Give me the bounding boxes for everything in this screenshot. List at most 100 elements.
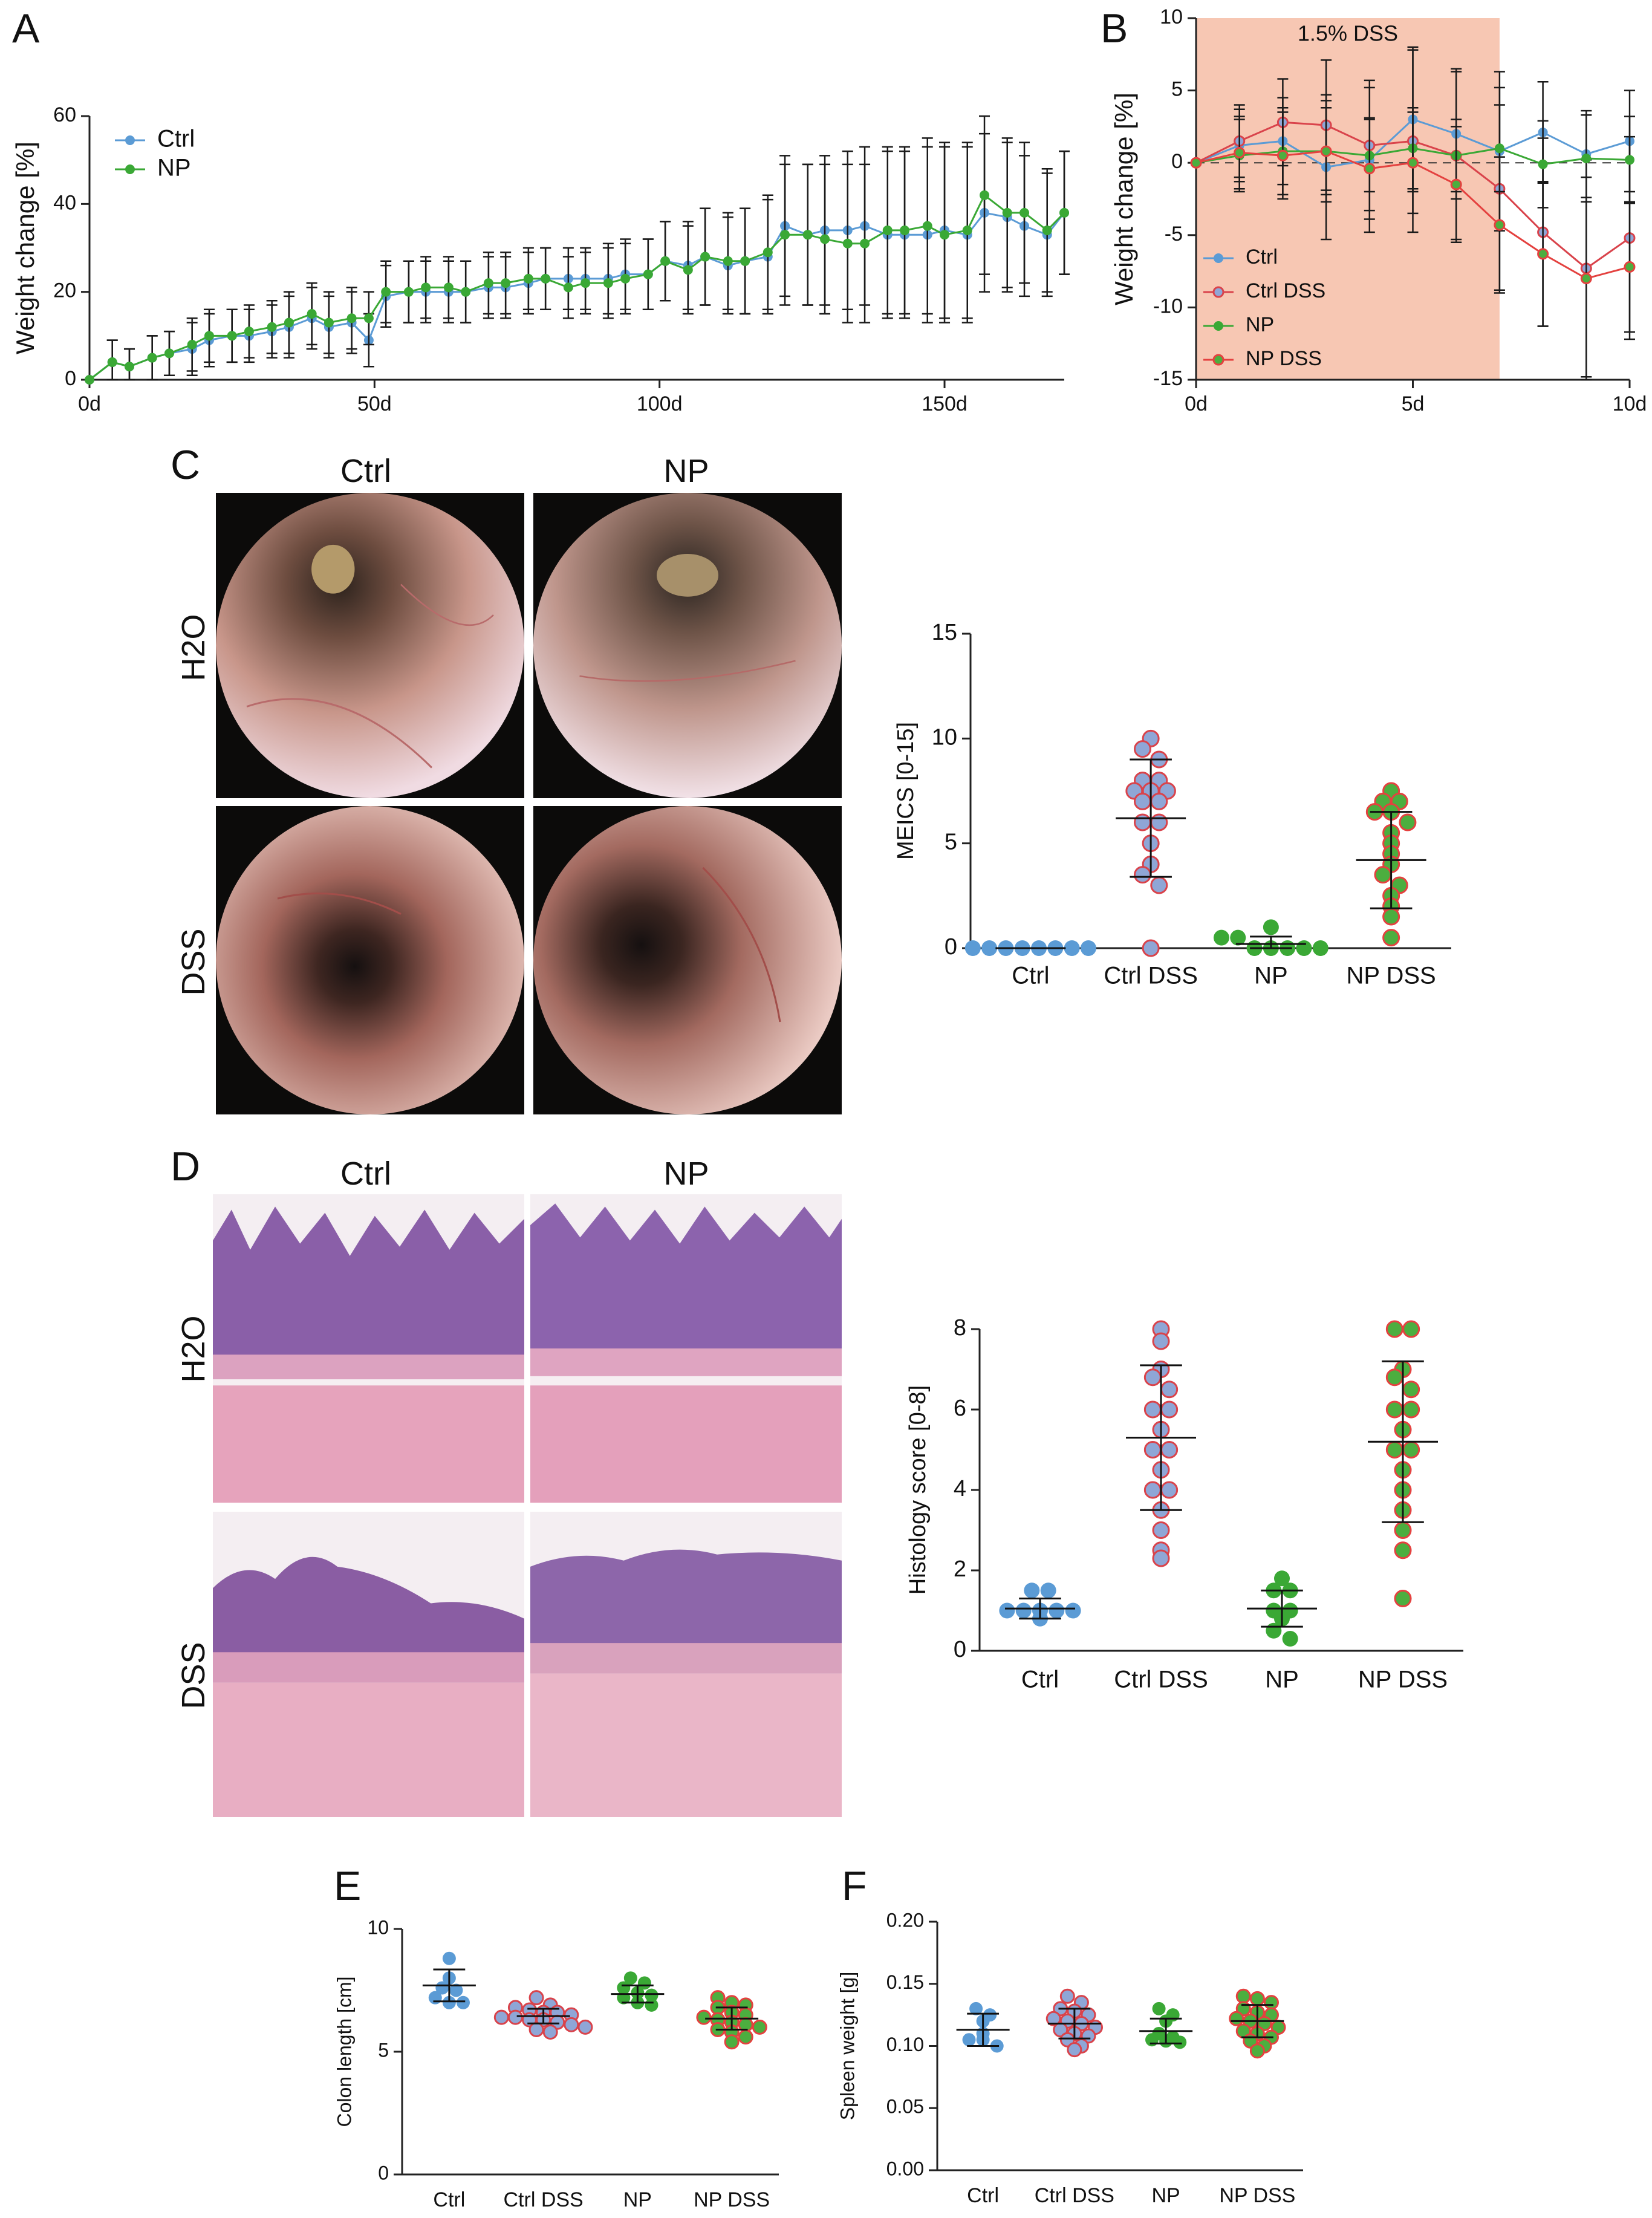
data-point — [284, 317, 294, 328]
y-axis-label: Colon length [cm] — [333, 1976, 355, 2127]
data-point — [962, 225, 972, 235]
y-tick-label: 20 — [53, 279, 76, 302]
data-point — [820, 234, 830, 244]
data-point — [738, 2029, 753, 2045]
legend-item-np-dss: NP DSS — [1203, 347, 1322, 370]
data-point — [1160, 1400, 1179, 1419]
y-tick-label: 0 — [378, 2162, 389, 2184]
y-tick-label: -5 — [1165, 223, 1183, 246]
data-point — [1059, 2032, 1075, 2047]
category-label: NP — [623, 2188, 652, 2211]
data-point — [752, 2019, 767, 2035]
endoscopy-ctrl-h2o — [216, 493, 524, 798]
data-point — [1276, 149, 1289, 161]
data-point — [1133, 866, 1151, 884]
data-point — [724, 2034, 740, 2050]
histology-np-dss — [530, 1512, 842, 1817]
endoscopy-ctrl-dss — [216, 806, 524, 1114]
data-point — [1235, 1988, 1251, 2004]
data-point — [1152, 1549, 1170, 1567]
data-point — [999, 1602, 1015, 1619]
data-point — [346, 313, 357, 324]
data-point — [1580, 273, 1592, 285]
data-point — [1624, 261, 1636, 273]
y-tick-label: 60 — [53, 103, 76, 126]
data-point — [1150, 792, 1168, 810]
data-point — [1537, 248, 1549, 260]
data-point — [563, 282, 573, 293]
legend-marker — [1212, 354, 1224, 366]
data-point — [1450, 178, 1462, 190]
panel-label-a: A — [12, 5, 40, 51]
group-np-dss: NP DSS — [1219, 1988, 1295, 2207]
data-point — [442, 1995, 456, 2009]
data-point — [1160, 1441, 1179, 1459]
group-np: NP — [1247, 1570, 1317, 1693]
data-point — [1002, 207, 1012, 218]
y-axis-label: Spleen weight [g] — [836, 1972, 858, 2121]
data-point — [1394, 1590, 1412, 1608]
data-point — [1364, 163, 1376, 175]
data-point — [204, 331, 214, 341]
y-tick-label: 0.10 — [886, 2034, 924, 2055]
data-point — [1296, 940, 1312, 956]
y-tick-label: 0 — [945, 934, 957, 960]
x-tick-label: 0d — [78, 392, 101, 415]
y-tick-label: 0.00 — [886, 2158, 924, 2179]
data-point — [763, 247, 773, 258]
x-tick-label: 50d — [357, 392, 392, 415]
y-tick-label: -10 — [1153, 294, 1183, 317]
data-point — [683, 265, 693, 275]
y-axis-label: Histology score [0-8] — [905, 1385, 931, 1595]
group-ctrl: Ctrl — [956, 2002, 1010, 2207]
data-point — [1042, 225, 1052, 235]
category-label: Ctrl DSS — [504, 2188, 584, 2211]
category-label: Ctrl DSS — [1104, 963, 1198, 989]
y-tick-label: 10 — [1160, 5, 1183, 28]
legend-marker — [125, 135, 135, 145]
legend-label: NP DSS — [1246, 347, 1322, 370]
data-point — [1394, 1521, 1412, 1539]
y-tick-label: -15 — [1153, 367, 1183, 390]
data-point — [940, 230, 950, 240]
data-point — [1249, 1991, 1265, 2006]
category-label: NP DSS — [1358, 1667, 1448, 1693]
data-point — [1249, 2043, 1265, 2059]
data-point — [1282, 1631, 1298, 1647]
data-point — [860, 238, 870, 249]
data-point — [1152, 2002, 1166, 2015]
y-tick-label: 5 — [945, 830, 957, 855]
data-point — [421, 282, 431, 293]
data-point — [244, 327, 254, 337]
data-point — [577, 2019, 593, 2035]
photo-d-col-np: NP — [663, 1156, 709, 1192]
data-point — [187, 339, 197, 350]
data-point — [981, 940, 998, 956]
group-ctrl: Ctrl — [964, 940, 1096, 989]
data-point — [1059, 1988, 1075, 2004]
y-tick-label: 5 — [1171, 78, 1183, 101]
data-point — [1494, 219, 1506, 231]
category-label: Ctrl — [967, 2184, 999, 2207]
data-point — [523, 273, 533, 284]
data-point — [381, 287, 391, 297]
y-tick-label: 40 — [53, 191, 76, 214]
category-label: Ctrl — [433, 2188, 465, 2211]
y-tick-label: 0 — [65, 367, 76, 390]
data-point — [443, 282, 454, 293]
data-point — [363, 313, 374, 324]
category-label: NP DSS — [1219, 2184, 1295, 2207]
y-tick-label: 10 — [932, 724, 957, 750]
dss-period-band — [1196, 18, 1500, 380]
legend-label: NP — [1246, 313, 1274, 336]
y-tick-label: 6 — [954, 1396, 966, 1421]
histology-ctrl-dss — [213, 1512, 524, 1817]
dss-annotation: 1.5% DSS — [1298, 21, 1398, 46]
data-point — [461, 287, 471, 297]
y-tick-label: 0.05 — [886, 2096, 924, 2118]
y-tick-label: 0 — [1171, 150, 1183, 173]
data-point — [1402, 1381, 1420, 1399]
legend-item-ctrl-dss: Ctrl DSS — [1203, 279, 1325, 302]
